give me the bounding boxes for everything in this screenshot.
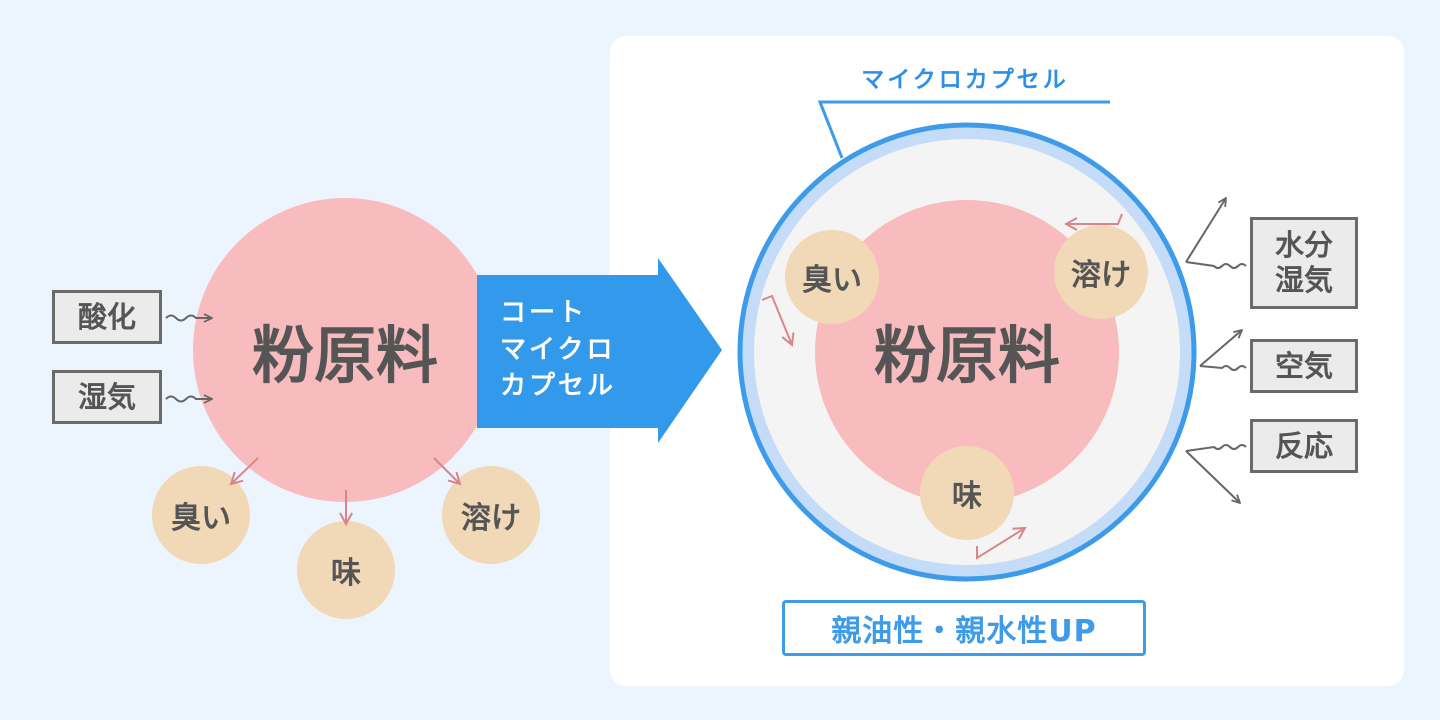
right-effect-taste: 味 bbox=[952, 479, 982, 514]
right-effect-circle-melt bbox=[1054, 225, 1148, 319]
right-core-circle bbox=[815, 200, 1119, 504]
left-effect-taste: 味 bbox=[331, 556, 361, 591]
capsule-caption: マイクロカプセル bbox=[861, 67, 1069, 93]
process-line-1: コート bbox=[500, 297, 588, 328]
deflect-arrow-reaction bbox=[1185, 444, 1247, 503]
input-box-humidity: 湿気 bbox=[52, 370, 162, 424]
process-line-2: マイクロ bbox=[500, 334, 616, 365]
deflect-arrow-air bbox=[1199, 330, 1247, 371]
input-box-oxidation: 酸化 bbox=[52, 290, 162, 344]
arrow-core-to-smell bbox=[231, 457, 259, 484]
external-box-moisture: 水分 湿気 bbox=[1250, 217, 1358, 309]
left-effect-circle-smell bbox=[152, 466, 250, 564]
benefit-box: 親油性・親水性UP bbox=[782, 600, 1146, 656]
right-effect-circle-taste bbox=[920, 446, 1014, 540]
right-core-label: 粉原料 bbox=[873, 319, 1060, 392]
left-effect-melt: 溶け bbox=[461, 501, 521, 536]
arrow-core-to-melt bbox=[433, 457, 460, 484]
left-core-label: 粉原料 bbox=[251, 319, 438, 392]
bounce-arrow-melt bbox=[1066, 213, 1123, 224]
external-box-air: 空気 bbox=[1250, 339, 1358, 393]
input-arrow-humidity bbox=[165, 397, 212, 402]
process-arrow bbox=[477, 258, 722, 443]
process-arrow-text: コート マイクロ カプセル bbox=[500, 292, 670, 408]
input-arrow-oxidation bbox=[165, 316, 212, 321]
right-effect-melt: 溶け bbox=[1071, 258, 1131, 293]
right-effect-circle-smell bbox=[785, 230, 879, 324]
right-effect-smell: 臭い bbox=[802, 263, 862, 298]
bounce-arrow-taste bbox=[976, 528, 1025, 560]
left-core-circle bbox=[193, 198, 497, 502]
bounce-arrow-smell bbox=[761, 294, 792, 345]
capsule-pointer-line bbox=[817, 100, 1110, 159]
left-effect-circle-taste bbox=[297, 521, 395, 619]
process-line-3: カプセル bbox=[500, 371, 617, 402]
external-box-reaction: 反応 bbox=[1250, 419, 1358, 473]
left-effect-smell: 臭い bbox=[171, 501, 231, 536]
deflect-arrow-moisture bbox=[1185, 198, 1247, 269]
left-effect-circle-melt bbox=[442, 466, 540, 564]
